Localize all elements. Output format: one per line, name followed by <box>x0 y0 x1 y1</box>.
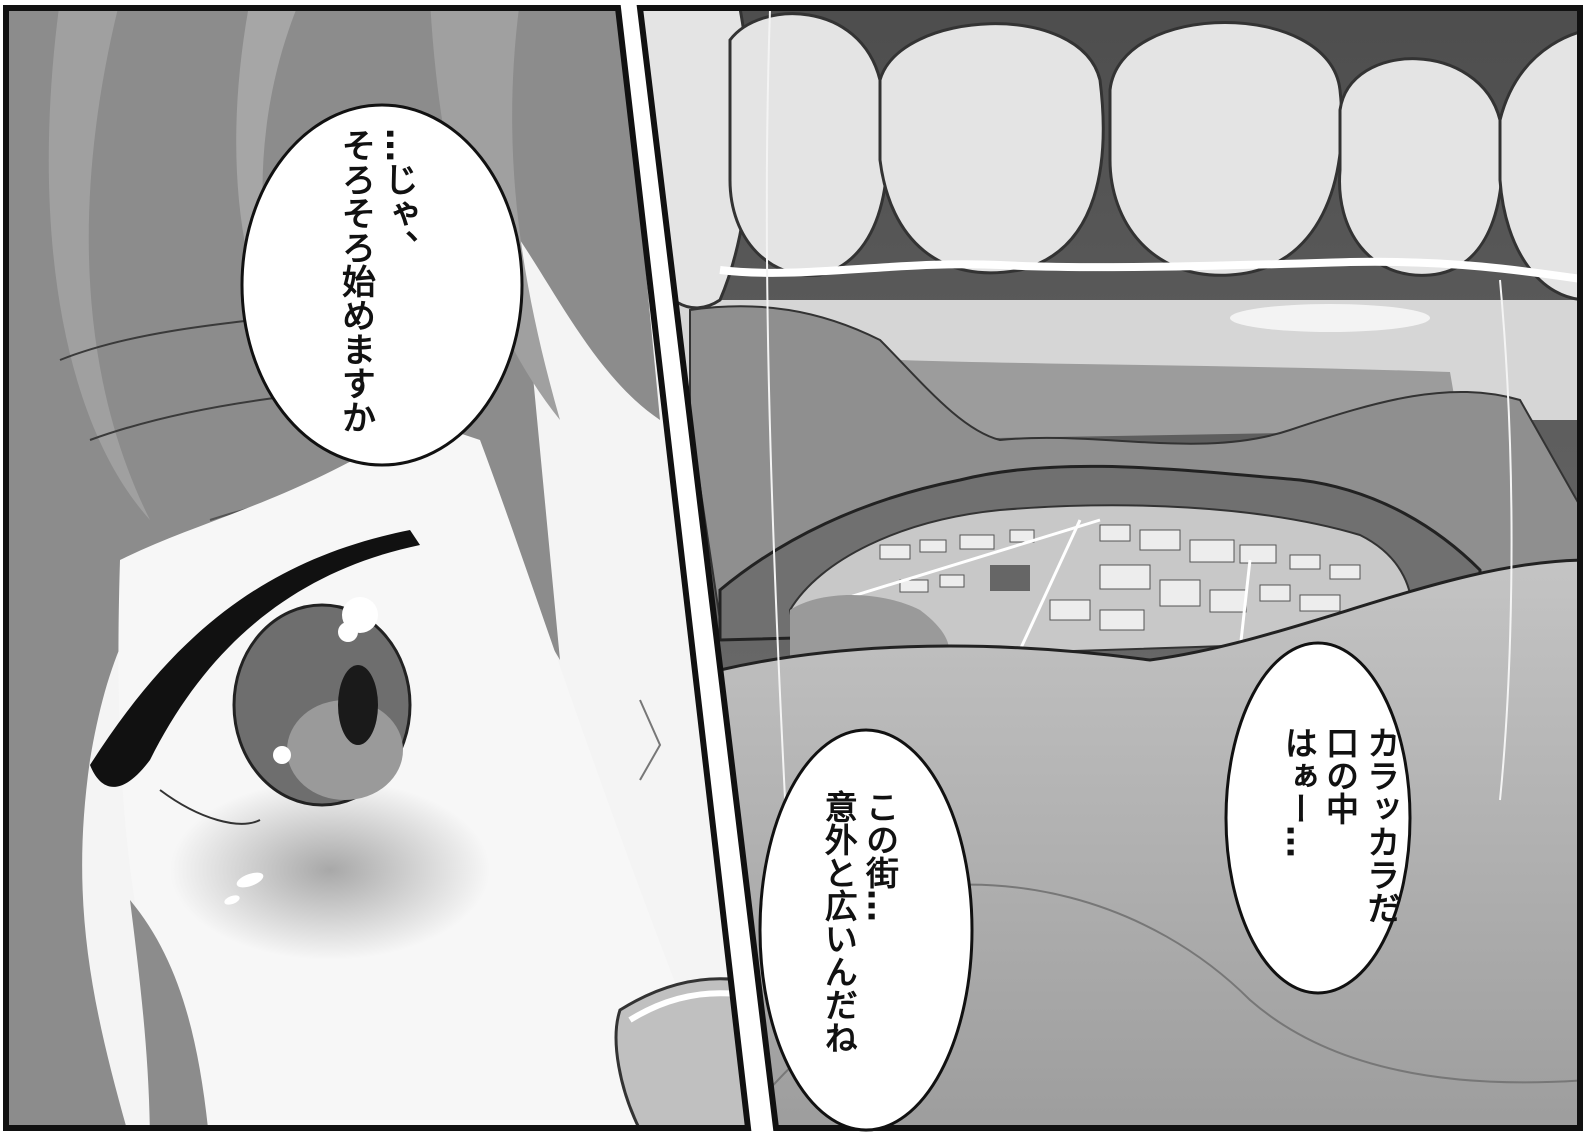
bubble-3-line-3: はぁー… <box>1279 726 1319 858</box>
speech-bubble-2 <box>758 728 974 1132</box>
bubble-2-text: この街… 意外と広いんだね <box>818 790 901 1054</box>
speech-bubble-1 <box>240 103 524 467</box>
bubble-3-line-2: 口の中 <box>1320 726 1360 825</box>
bubble-3-line-1: カラッカラだ <box>1361 726 1401 924</box>
bubble-3-text: カラッカラだ 口の中 はぁー… <box>1278 726 1402 924</box>
bubble-2-line-2: 意外と広いんだね <box>819 790 859 1054</box>
bubble-1-line-2: そろそろ始めますか <box>335 128 376 434</box>
bubble-1-text: …じゃ、 そろそろ始めますか <box>334 128 419 434</box>
eyelash <box>90 530 420 787</box>
left-panel-border <box>3 5 752 1131</box>
lips <box>614 977 748 1128</box>
blush <box>170 780 490 960</box>
city <box>788 504 1414 665</box>
speech-bubble-3 <box>1224 641 1412 995</box>
sea <box>880 360 1460 440</box>
eye <box>232 597 412 807</box>
right-panel-border <box>636 5 1583 1131</box>
bubble-2-line-1: この街… <box>860 790 900 922</box>
bubble-1-line-1: …じゃ、 <box>378 128 418 264</box>
